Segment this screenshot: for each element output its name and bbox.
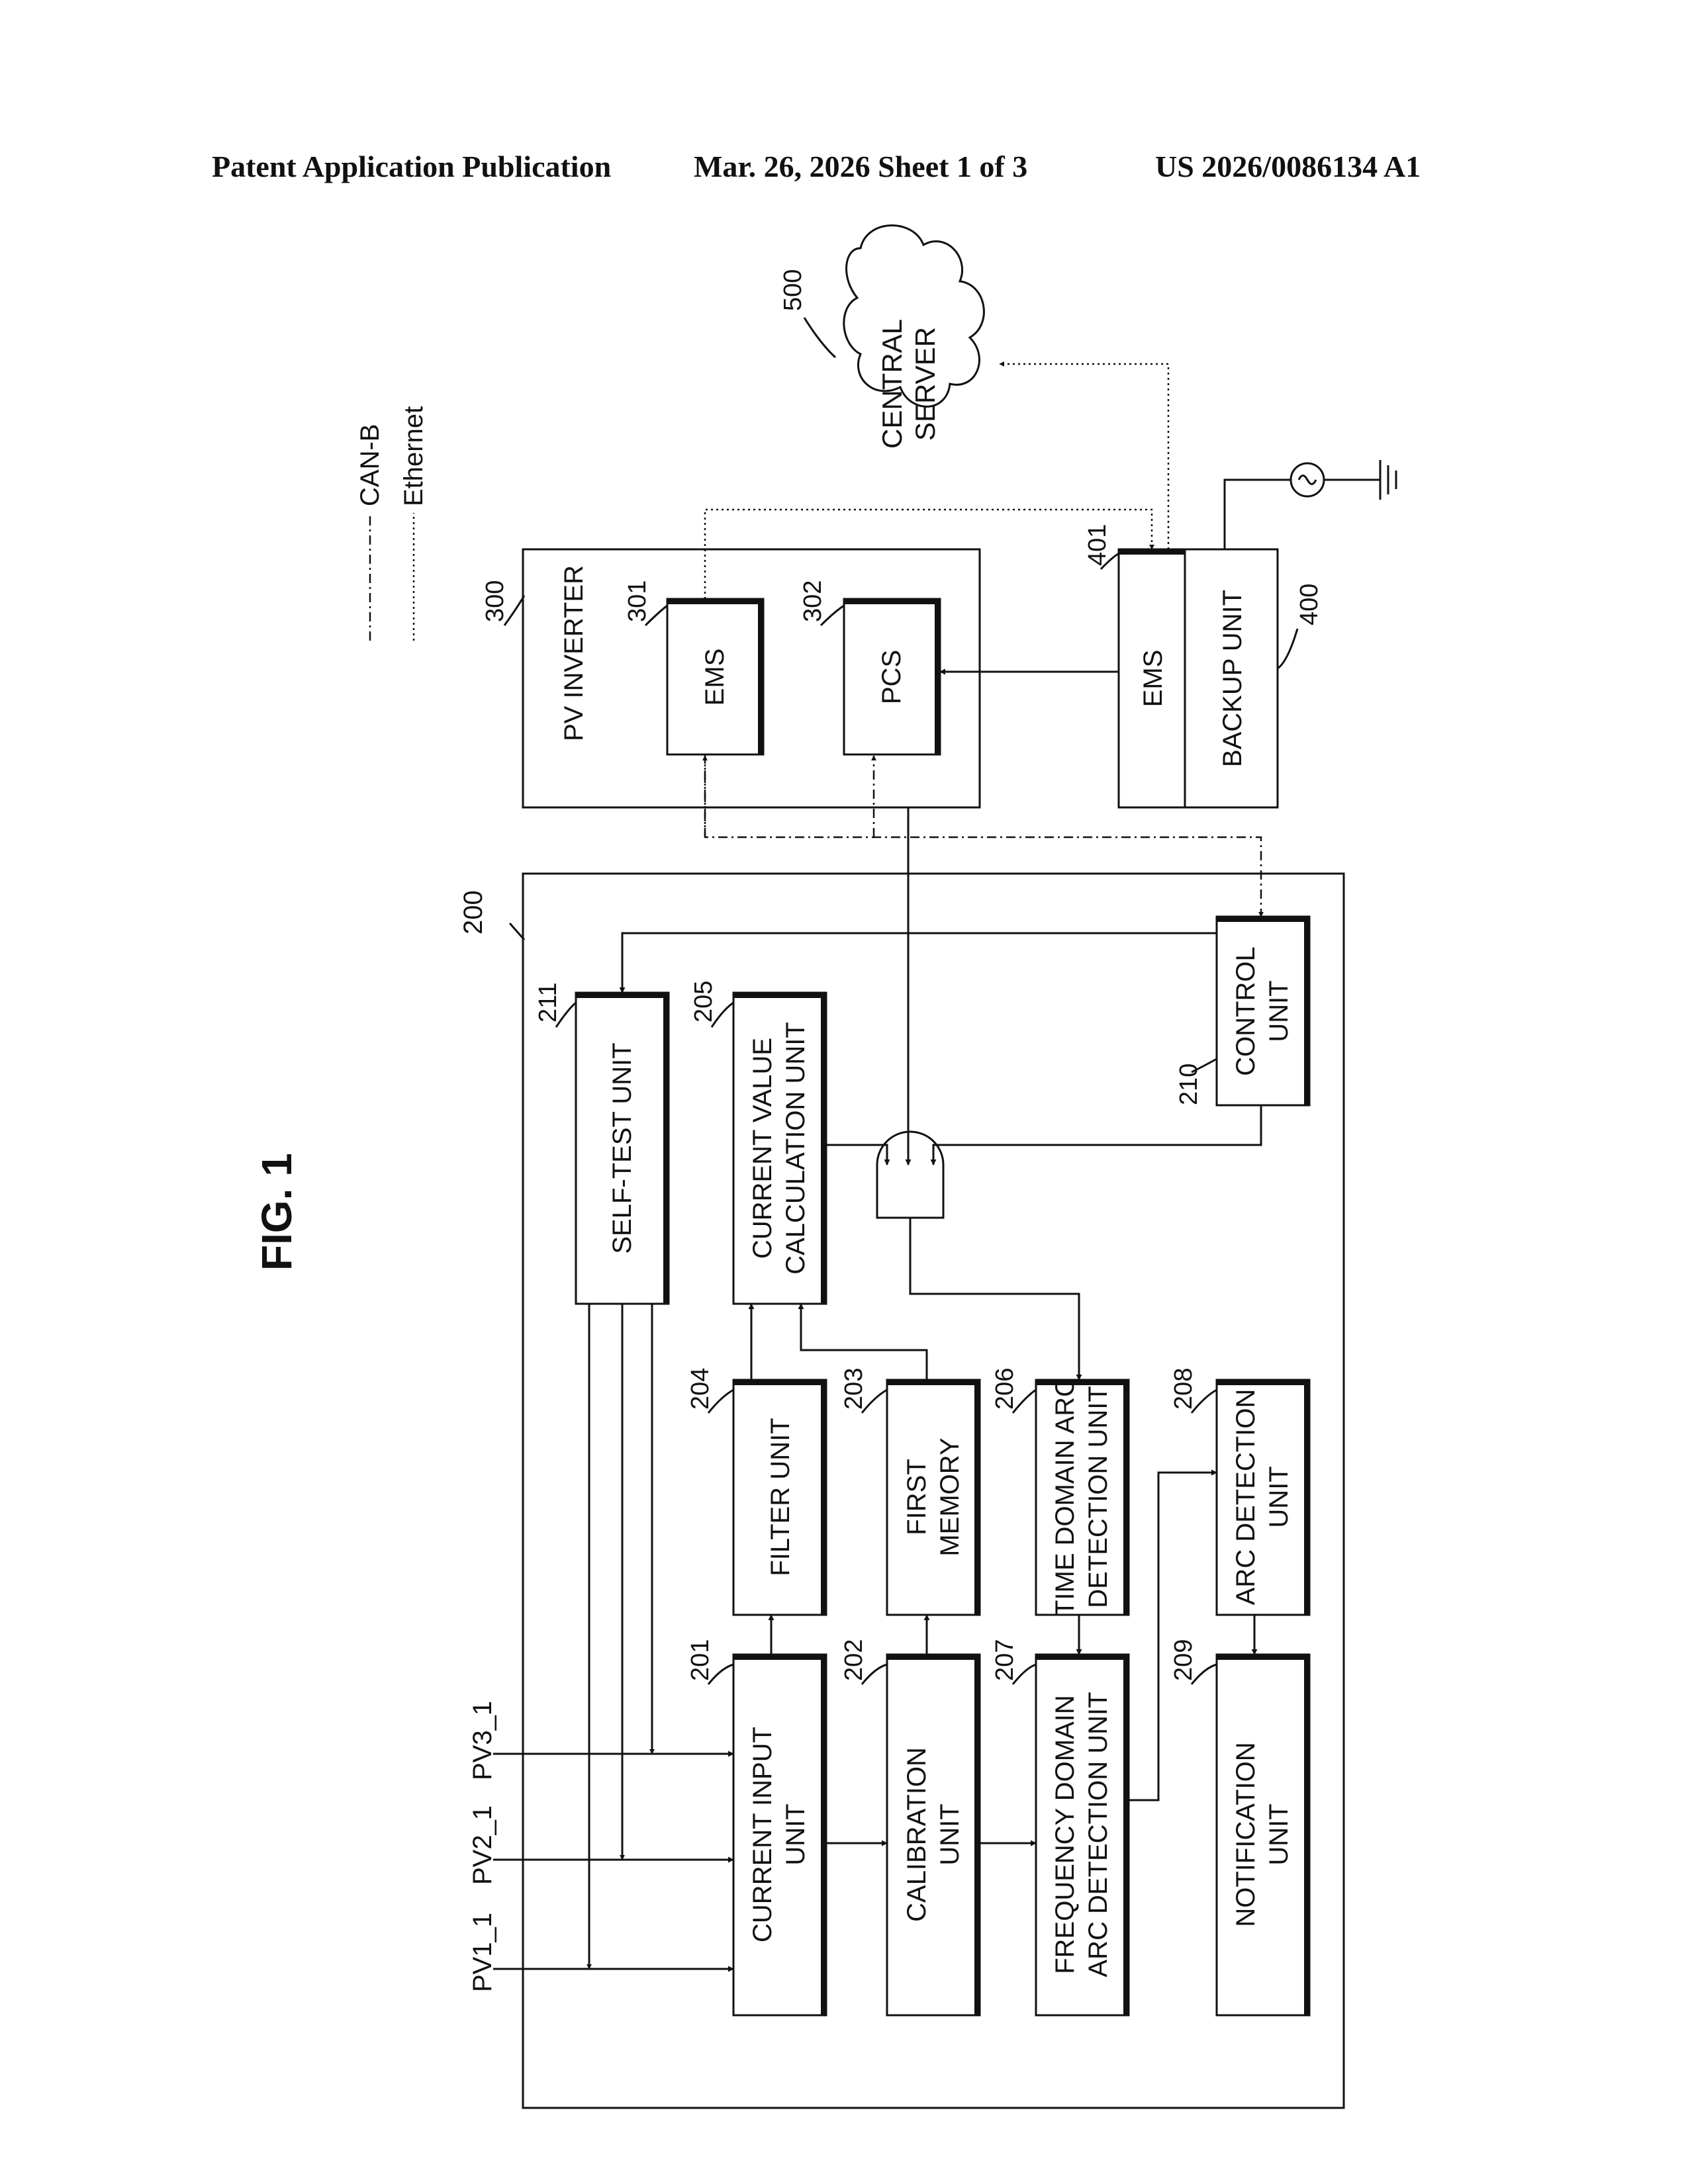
ref-211: 211 (534, 982, 562, 1023)
ref-207: 207 (991, 1639, 1019, 1681)
block-202-line-2: UNIT (935, 1803, 964, 1865)
block-202-calibration-unit: CALIBRATION UNIT (887, 1655, 980, 2015)
block-208-line-2: UNIT (1264, 1466, 1293, 1527)
block-209-line-1: NOTIFICATION (1231, 1742, 1260, 1927)
ref-302: 302 (799, 580, 827, 622)
block-207-line-2: ARC DETECTION UNIT (1084, 1692, 1113, 1977)
legend-can-label: CAN-B (355, 424, 385, 506)
block-211-line-1: SELF-TEST UNIT (608, 1042, 637, 1253)
block-208-arc-detection-unit: ARC DETECTION UNIT (1217, 1380, 1309, 1615)
block-210-line-1: CONTROL (1231, 946, 1260, 1076)
ref-204: 204 (686, 1368, 714, 1410)
input-pv1-label: PV1_1 (468, 1913, 497, 1992)
backup-unit-label: BACKUP UNIT (1218, 590, 1247, 767)
block-205-line-1: CURRENT VALUE (748, 1038, 777, 1259)
ref-300: 300 (481, 580, 509, 622)
ground-icon (1380, 460, 1396, 500)
apparatus-ref: 200 (459, 890, 488, 934)
block-201-line-1: CURRENT INPUT (748, 1727, 777, 1942)
input-pv3-label: PV3_1 (468, 1701, 497, 1780)
block-206-line-2: DETECTION UNIT (1084, 1386, 1113, 1608)
pv-inverter-label: PV INVERTER (559, 565, 588, 741)
leader-500 (804, 318, 835, 357)
ref-206: 206 (991, 1368, 1019, 1410)
block-203-first-memory: FIRST MEMORY (887, 1380, 980, 1615)
backup-ems-label: EMS (1139, 650, 1168, 707)
figure-title: FIG. 1 (253, 1153, 301, 1271)
block-209-line-2: UNIT (1264, 1803, 1293, 1865)
block-208-line-1: ARC DETECTION (1231, 1389, 1260, 1606)
block-201-current-input-unit: CURRENT INPUT UNIT (733, 1655, 826, 2015)
pcs-block: PCS (844, 599, 940, 754)
ref-201: 201 (686, 1639, 714, 1681)
block-206-time-domain-arc-detection-unit: TIME DOMAIN ARC DETECTION UNIT (1036, 1378, 1129, 1616)
ref-400: 400 (1295, 584, 1323, 625)
ref-301: 301 (624, 580, 651, 622)
backup-ems-edge (1119, 549, 1185, 555)
leader-400 (1278, 629, 1297, 668)
block-203-line-2: MEMORY (935, 1437, 964, 1556)
block-207-frequency-domain-arc-detection-unit: FREQUENCY DOMAIN ARC DETECTION UNIT (1036, 1655, 1129, 2015)
block-202-line-1: CALIBRATION (902, 1747, 931, 1922)
central-server-line-1: CENTRAL (876, 319, 908, 449)
input-pv2-label: PV2_1 (468, 1805, 497, 1885)
block-205-current-value-calculation-unit: CURRENT VALUE CALCULATION UNIT (733, 993, 826, 1304)
block-211-self-test-unit: SELF-TEST UNIT (576, 993, 669, 1304)
block-210-line-2: UNIT (1264, 980, 1293, 1042)
pcs-label: PCS (877, 650, 906, 704)
block-207-line-1: FREQUENCY DOMAIN (1051, 1695, 1080, 1974)
block-201-line-2: UNIT (781, 1803, 810, 1865)
block-204-line-1: FILTER UNIT (766, 1418, 795, 1576)
legend-ethernet-label: Ethernet (399, 406, 428, 506)
legend: CAN-B Ethernet (355, 406, 428, 641)
ref-208: 208 (1170, 1368, 1197, 1410)
pv-inverter-ems-block: EMS (667, 599, 763, 754)
ref-209: 209 (1170, 1639, 1197, 1681)
block-203-line-1: FIRST (902, 1459, 931, 1535)
block-206-line-1: TIME DOMAIN ARC (1051, 1378, 1080, 1616)
ref-401: 401 (1084, 524, 1111, 566)
block-209-notification-unit: NOTIFICATION UNIT (1217, 1655, 1309, 2015)
ref-202: 202 (840, 1639, 868, 1681)
ref-500: 500 (779, 269, 807, 311)
ref-203: 203 (840, 1368, 868, 1410)
central-server-line-2: SERVER (910, 327, 941, 441)
pv-inverter-ems-label: EMS (700, 649, 729, 706)
block-204-filter-unit: FILTER UNIT (733, 1380, 826, 1615)
ref-205: 205 (690, 981, 718, 1023)
block-205-line-2: CALCULATION UNIT (781, 1022, 810, 1275)
ethernet-backup-to-server (1000, 364, 1168, 549)
block-210-control-unit: CONTROL UNIT (1217, 917, 1309, 1105)
grid-connection-line (1225, 480, 1291, 549)
